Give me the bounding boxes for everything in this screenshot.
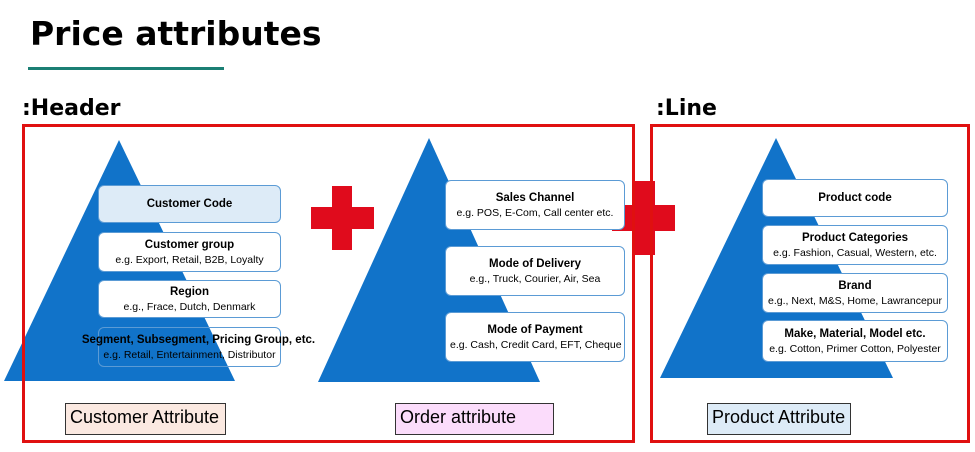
header-frame	[22, 124, 635, 443]
page-title: Price attributes	[30, 14, 322, 53]
mode-of-delivery-box: Mode of Delivery e.g., Truck, Courier, A…	[445, 246, 625, 296]
box-title: Sales Channel	[495, 191, 575, 204]
box-desc: e.g., Frace, Dutch, Denmark	[123, 300, 256, 313]
make-material-box: Make, Material, Model etc. e.g. Cotton, …	[762, 320, 948, 362]
box-desc: e.g., Truck, Courier, Air, Sea	[469, 272, 601, 285]
box-desc: e.g. Cotton, Primer Cotton, Polyester	[769, 342, 941, 355]
order-attribute-label: Order attribute	[395, 403, 554, 435]
segment-box: Segment, Subsegment, Pricing Group, etc.…	[82, 327, 315, 367]
customer-attribute-label: Customer Attribute	[65, 403, 226, 435]
box-title: Customer group	[144, 238, 235, 251]
mode-of-payment-box: Mode of Payment e.g. Cash, Credit Card, …	[445, 312, 625, 362]
product-categories-box: Product Categories e.g. Fashion, Casual,…	[762, 225, 948, 265]
box-title: Mode of Delivery	[488, 257, 582, 270]
box-title: Customer Code	[146, 197, 233, 210]
box-desc: e.g. Retail, Entertainment, Distributor	[103, 348, 276, 361]
sales-channel-box: Sales Channel e.g. POS, E-Com, Call cent…	[445, 180, 625, 230]
title-underline	[28, 67, 224, 70]
box-title: Mode of Payment	[487, 323, 583, 336]
header-section-label: :Header	[22, 96, 121, 121]
box-desc: e.g. Cash, Credit Card, EFT, Cheque	[450, 338, 622, 351]
box-title: Region	[170, 285, 209, 298]
box-title: Product Categories	[801, 231, 909, 244]
box-desc: e.g. POS, E-Com, Call center etc.	[456, 206, 614, 219]
box-title: Brand	[838, 279, 872, 292]
box-desc: e.g. Fashion, Casual, Western, etc.	[773, 246, 937, 259]
box-title: Make, Material, Model etc.	[784, 327, 926, 340]
box-desc: e.g., Next, M&S, Home, Lawrancepur	[768, 294, 942, 307]
customer-group-box: Customer group e.g. Export, Retail, B2B,…	[98, 232, 281, 272]
region-box: Region e.g., Frace, Dutch, Denmark	[98, 280, 281, 318]
plus-icon-1	[311, 186, 374, 250]
brand-box: Brand e.g., Next, M&S, Home, Lawrancepur	[762, 273, 948, 313]
customer-code-box: Customer Code	[98, 185, 281, 223]
box-title: Segment, Subsegment, Pricing Group, etc.	[81, 333, 316, 346]
product-attribute-label: Product Attribute	[707, 403, 851, 435]
box-desc: e.g. Export, Retail, B2B, Loyalty	[115, 253, 264, 266]
product-code-box: Product code	[762, 179, 948, 217]
line-frame	[650, 124, 970, 443]
box-title: Product code	[818, 191, 892, 204]
line-section-label: :Line	[656, 96, 717, 121]
